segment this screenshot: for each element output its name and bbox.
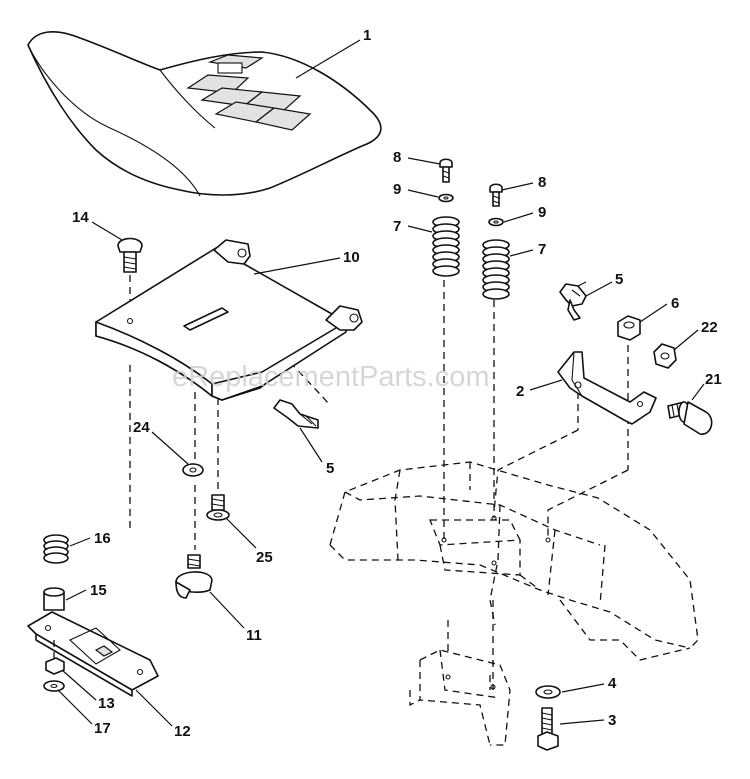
spring-16 (43, 534, 69, 564)
bolt-3 (537, 707, 559, 751)
callout-8-right: 8 (538, 174, 546, 191)
carriage-bolt-14 (117, 237, 143, 273)
clip-5-upper (559, 281, 587, 321)
callout-22: 22 (701, 319, 718, 336)
callout-labels: 1 10 14 8 9 7 8 9 7 5 6 22 2 21 24 5 25 … (72, 27, 722, 740)
callout-24: 24 (133, 419, 150, 436)
spring-7-left (432, 216, 460, 277)
callout-17: 17 (94, 720, 111, 737)
bolt-8-right (489, 183, 503, 207)
washer-9-left (438, 193, 454, 203)
washer-9-right (488, 217, 504, 227)
callout-21: 21 (705, 371, 722, 388)
seat (27, 31, 382, 197)
leader-lines (57, 39, 705, 727)
callout-4: 4 (608, 675, 617, 692)
washer-17 (43, 680, 65, 692)
washer-24 (182, 463, 204, 477)
callout-8-left: 8 (393, 149, 401, 166)
alignment-lines (129, 275, 629, 690)
nut-22 (653, 343, 677, 369)
callout-7-left: 7 (393, 218, 401, 235)
spring-7-right (482, 239, 510, 300)
callout-15: 15 (90, 582, 107, 599)
spacer-15 (43, 587, 65, 611)
knob-11 (175, 554, 213, 599)
callout-11: 11 (246, 627, 262, 644)
callout-2: 2 (516, 383, 524, 400)
washer-4 (535, 685, 561, 699)
watermark-text: eReplacementParts.com (172, 361, 490, 393)
clip-5-lower (273, 399, 319, 429)
callout-7-right: 7 (538, 241, 546, 258)
nut-6 (617, 315, 641, 341)
callout-5-upper: 5 (615, 271, 623, 288)
nut-13 (45, 640, 65, 675)
bolt-25 (206, 494, 230, 521)
callout-9-left: 9 (393, 181, 401, 198)
frame-outline (329, 461, 699, 746)
callout-12: 12 (174, 723, 191, 740)
seat-pan (95, 239, 363, 401)
callout-6: 6 (671, 295, 679, 312)
callout-1: 1 (363, 27, 371, 44)
bolt-8-left (439, 158, 453, 183)
callout-14: 14 (72, 209, 89, 226)
callout-16: 16 (94, 530, 111, 547)
callout-13: 13 (98, 695, 115, 712)
callout-10: 10 (343, 249, 360, 266)
bracket-2 (557, 351, 657, 425)
callout-5-lower: 5 (326, 460, 334, 477)
slide-plate-12 (27, 611, 159, 697)
callout-25: 25 (256, 549, 273, 566)
callout-3: 3 (608, 712, 616, 729)
callout-9-right: 9 (538, 204, 546, 221)
bolt-21 (667, 401, 713, 435)
